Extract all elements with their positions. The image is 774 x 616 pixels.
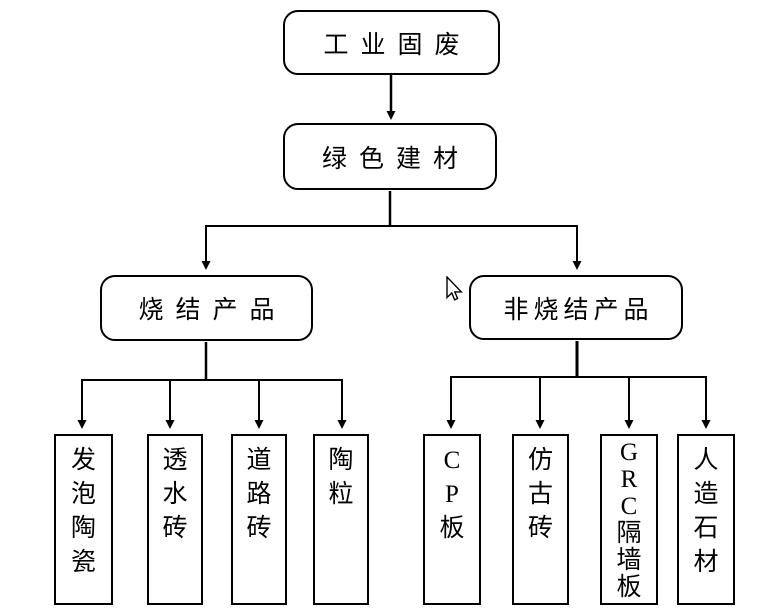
- node-ceramsite[interactable]: 陶 粒: [313, 434, 369, 605]
- node-road-brick-label: 道 路 砖: [246, 447, 272, 542]
- node-grc-partition-board-label: G R C 隔 墙 板: [616, 439, 642, 601]
- node-permeable-brick[interactable]: 透 水 砖: [147, 434, 203, 605]
- node-artificial-stone[interactable]: 人 造 石 材: [677, 434, 735, 605]
- node-grc-partition-board[interactable]: G R C 隔 墙 板: [600, 434, 658, 605]
- node-sintered-products[interactable]: 烧结产品: [100, 275, 313, 341]
- node-sintered-products-label: 烧结产品: [138, 297, 287, 324]
- node-road-brick[interactable]: 道 路 砖: [231, 434, 287, 605]
- node-non-sintered-products-label: 非烧结产品: [503, 296, 654, 324]
- node-cp-board-label: C P 板: [439, 447, 465, 542]
- node-non-sintered-products[interactable]: 非烧结产品: [469, 275, 683, 340]
- node-industrial-solid-waste[interactable]: 工业固废: [283, 10, 500, 75]
- node-foamed-ceramics-label: 发 泡 陶 瓷: [70, 447, 96, 576]
- node-artificial-stone-label: 人 造 石 材: [693, 447, 719, 576]
- mouse-pointer-icon: [446, 276, 463, 301]
- node-ceramsite-label: 陶 粒: [328, 447, 354, 508]
- node-green-building-materials-label: 绿色建材: [321, 145, 470, 173]
- node-antique-brick-label: 仿 古 砖: [527, 447, 553, 542]
- node-antique-brick[interactable]: 仿 古 砖: [512, 434, 569, 605]
- node-industrial-solid-waste-label: 工业固废: [323, 31, 472, 59]
- node-green-building-materials[interactable]: 绿色建材: [283, 123, 497, 190]
- node-permeable-brick-label: 透 水 砖: [162, 447, 188, 542]
- node-cp-board[interactable]: C P 板: [423, 434, 481, 605]
- node-foamed-ceramics[interactable]: 发 泡 陶 瓷: [54, 434, 113, 605]
